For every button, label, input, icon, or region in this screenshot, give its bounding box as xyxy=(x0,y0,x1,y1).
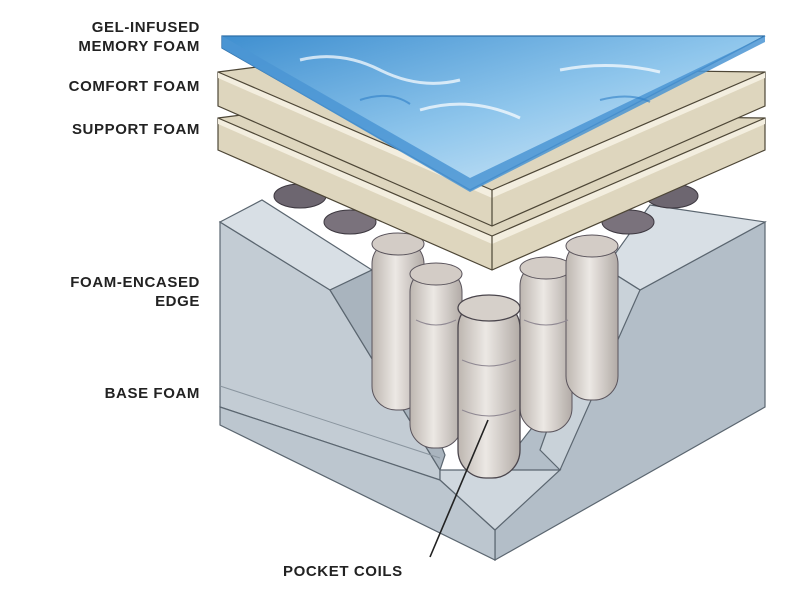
coil-middle-row xyxy=(371,232,619,449)
label-comfort-foam: COMFORT FOAM xyxy=(68,78,200,95)
pocket-coils xyxy=(273,183,699,479)
label-support-foam: SUPPORT FOAM xyxy=(71,121,200,138)
label-pocket-coils: POCKET COILS xyxy=(283,563,403,580)
label-foam-encased-edge: FOAM-ENCASED EDGE xyxy=(70,274,200,310)
pocket-coils-leader xyxy=(429,419,489,558)
base-floor xyxy=(439,469,562,531)
label-base-foam: BASE FOAM xyxy=(104,385,200,402)
label-gel-memory-foam: GEL-INFUSED MEMORY FOAM xyxy=(78,19,200,55)
coil-front xyxy=(415,294,569,479)
gel-memory-foam-layer xyxy=(221,35,766,192)
base-bottom-front xyxy=(219,406,496,561)
